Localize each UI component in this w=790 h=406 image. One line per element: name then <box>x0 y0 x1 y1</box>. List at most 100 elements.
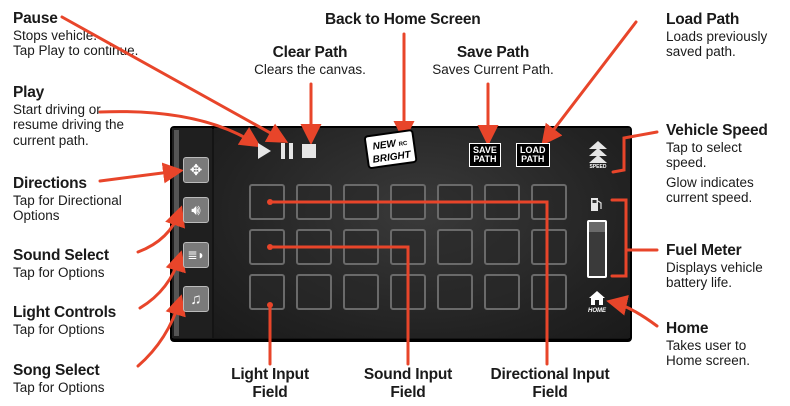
directions-desc-1: Tap for Directional <box>13 192 122 208</box>
sound-input-row-cell[interactable] <box>531 229 567 265</box>
sound-input-row-cell[interactable] <box>484 229 520 265</box>
fuel-meter-desc-2: battery life. <box>666 275 733 291</box>
directions-desc-2: Options <box>13 208 60 224</box>
light-input-row-cell[interactable] <box>390 274 426 310</box>
logo-badge: NEW RC BRIGHT <box>363 128 418 170</box>
load-path-desc-2: saved path. <box>666 44 736 60</box>
play-callout: Play Start driving or resume driving the… <box>13 84 124 148</box>
light-input-row-cell[interactable] <box>249 274 285 310</box>
light-input-row-cell[interactable] <box>484 274 520 310</box>
save-btn-line2: PATH <box>473 154 497 164</box>
pause-button[interactable] <box>281 143 293 159</box>
back-home-callout: Back to Home Screen <box>325 11 481 29</box>
clear-path-callout: Clear Path Clears the canvas. <box>240 44 380 77</box>
light-input-row-cell[interactable] <box>343 274 379 310</box>
sound-select-title: Sound Select <box>13 247 109 264</box>
sound-select-desc: Tap for Options <box>13 264 105 280</box>
directional-input-line2: Field <box>532 383 568 401</box>
vehicle-speed-desc-1: Tap to select <box>666 139 742 155</box>
vehicle-speed-desc-2: speed. <box>666 155 707 171</box>
light-input-line1: Light Input <box>231 366 309 383</box>
light-input-row-cell[interactable] <box>296 274 332 310</box>
directional-input-row-cell[interactable] <box>531 184 567 220</box>
home-desc-1: Takes user to <box>666 337 747 353</box>
directional-input-row-cell[interactable] <box>437 184 473 220</box>
speed-arrows-icon <box>589 141 607 163</box>
sidebar-edge <box>174 130 179 336</box>
directional-input-line1: Directional Input <box>490 366 610 383</box>
light-input-callout: Light Input Field <box>205 366 335 402</box>
vehicle-speed-callout: Vehicle Speed Tap to select speed. Glow … <box>666 122 768 206</box>
sound-input-row-cell[interactable] <box>249 229 285 265</box>
speaker-icon: 🔊︎ <box>191 201 201 219</box>
load-path-arrow <box>541 20 638 146</box>
load-btn-line2: PATH <box>521 154 545 164</box>
light-controls-callout: Light Controls Tap for Options <box>13 304 116 337</box>
play-desc-1: Start driving or <box>13 101 101 117</box>
vehicle-speed-button[interactable]: SPEED <box>586 140 610 174</box>
save-path-title: Save Path <box>456 44 530 61</box>
song-select-callout: Song Select Tap for Options <box>13 362 105 395</box>
play-desc-2: resume driving the <box>13 117 125 133</box>
new-bright-logo[interactable]: NEW RC BRIGHT <box>363 128 420 176</box>
home-button[interactable]: HOME <box>584 290 610 320</box>
directional-input-row-cell[interactable] <box>484 184 520 220</box>
save-btn-line1: SAVE <box>473 145 497 155</box>
play-desc-3: current path. <box>13 132 89 148</box>
light-controls-title: Light Controls <box>13 304 117 321</box>
home-icon <box>589 291 605 305</box>
music-note-icon: ♫ <box>190 290 202 308</box>
load-path-callout: Load Path Loads previously saved path. <box>666 11 767 60</box>
vehicle-speed-desc-4: current speed. <box>666 190 753 206</box>
move-arrows-icon: ✥ <box>189 162 203 179</box>
directional-input-row-cell[interactable] <box>390 184 426 220</box>
clear-path-button[interactable] <box>302 144 316 158</box>
pause-desc-2: Tap Play to continue. <box>13 43 139 59</box>
song-select-button[interactable]: ♫ <box>183 286 209 312</box>
sound-input-row-cell[interactable] <box>437 229 473 265</box>
directional-input-row-cell[interactable] <box>296 184 332 220</box>
clear-path-title: Clear Path <box>272 44 348 61</box>
headlight-icon: ≣◗ <box>187 248 205 262</box>
pause-callout: Pause Stops vehicle. Tap Play to continu… <box>13 10 138 59</box>
directions-title: Directions <box>13 175 87 192</box>
clear-path-desc: Clears the canvas. <box>254 61 366 77</box>
light-input-row-cell[interactable] <box>437 274 473 310</box>
fuel-pump-icon <box>591 198 602 211</box>
light-input-line2: Field <box>252 383 288 401</box>
light-controls-button[interactable]: ≣◗ <box>183 242 209 268</box>
pause-title: Pause <box>13 10 58 27</box>
vehicle-speed-desc-3: Glow indicates <box>666 174 754 190</box>
save-path-desc: Saves Current Path. <box>432 61 554 77</box>
directional-input-row-cell[interactable] <box>249 184 285 220</box>
sound-input-row-cell[interactable] <box>296 229 332 265</box>
directional-input-callout: Directional Input Field <box>470 366 630 402</box>
logo-rc: RC <box>398 140 408 148</box>
home-title: Home <box>666 320 709 337</box>
load-path-button[interactable]: LOAD PATH <box>516 143 550 167</box>
fuel-meter-title: Fuel Meter <box>666 242 742 259</box>
sound-input-line1: Sound Input <box>363 366 453 383</box>
sound-input-row-cell[interactable] <box>343 229 379 265</box>
sound-select-callout: Sound Select Tap for Options <box>13 247 109 280</box>
sound-select-button[interactable]: 🔊︎ <box>183 197 209 223</box>
light-controls-desc: Tap for Options <box>13 321 105 337</box>
sound-input-line2: Field <box>390 383 426 401</box>
speed-label: SPEED <box>589 164 607 170</box>
fuel-meter <box>587 220 607 278</box>
play-title: Play <box>13 84 45 101</box>
load-btn-line1: LOAD <box>520 145 546 155</box>
sound-input-callout: Sound Input Field <box>343 366 473 402</box>
directional-input-row-cell[interactable] <box>343 184 379 220</box>
fuel-meter-desc-1: Displays vehicle <box>666 259 763 275</box>
sound-input-row-cell[interactable] <box>390 229 426 265</box>
light-input-row-cell[interactable] <box>531 274 567 310</box>
song-select-desc: Tap for Options <box>13 379 105 395</box>
home-label: HOME <box>588 308 606 314</box>
save-path-button[interactable]: SAVE PATH <box>469 143 501 167</box>
play-button[interactable] <box>258 143 271 159</box>
fuel-level-fill <box>589 231 605 276</box>
directions-button[interactable]: ✥ <box>183 157 209 183</box>
song-select-title: Song Select <box>13 362 100 379</box>
vehicle-speed-title: Vehicle Speed <box>666 122 768 139</box>
